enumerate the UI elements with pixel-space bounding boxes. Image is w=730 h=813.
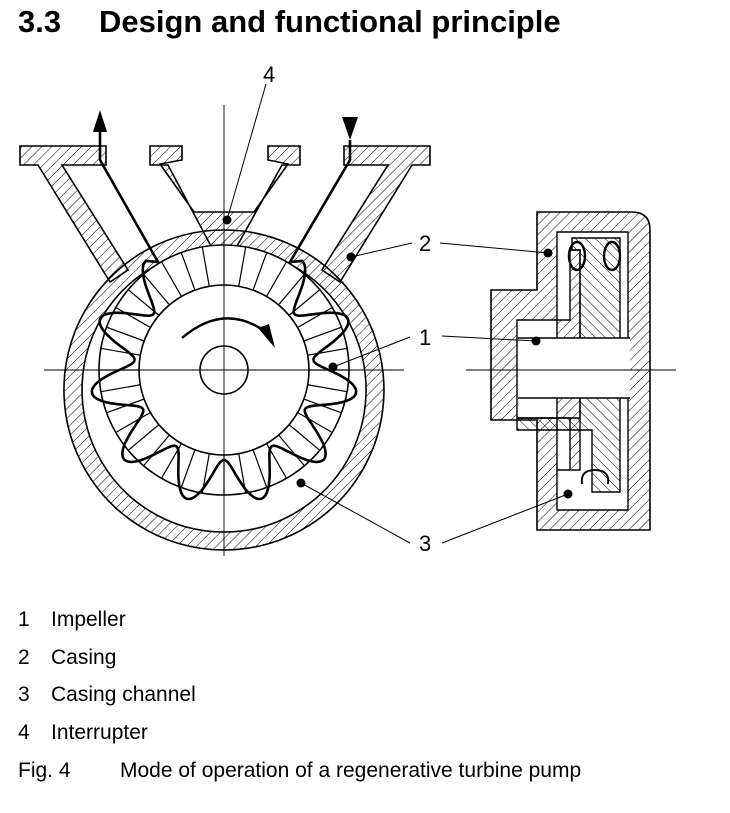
callout-1: 1: [419, 325, 431, 350]
casing-flange-right: [320, 145, 431, 284]
legend-item: 1 Impeller: [18, 604, 196, 642]
impeller-blade: [307, 347, 348, 356]
flow-path: [90, 132, 358, 501]
legend-number: 4: [18, 720, 30, 744]
outlet-arrow: [93, 110, 107, 132]
legend-item: 4 Interrupter: [18, 717, 196, 755]
figure-caption-text: Mode of operation of a regenerative turb…: [120, 759, 582, 782]
legend-list: 1 Impeller 2 Casing 3 Casing channel 4 Inter…: [18, 604, 196, 754]
figure-caption: Fig. 4 Mode of operation of a regenerativ…: [18, 756, 581, 786]
impeller-blade: [307, 384, 348, 393]
legend-label: Interrupter: [51, 720, 148, 744]
section-number: 3.3: [18, 4, 62, 39]
impeller-blade: [115, 411, 151, 434]
impeller-blade: [115, 306, 151, 329]
front-view: [19, 105, 431, 556]
impeller-blade: [278, 273, 305, 306]
legend-label: Casing: [51, 645, 117, 669]
impeller-blade: [160, 261, 183, 297]
legend-number: 2: [18, 645, 30, 669]
interrupter-block: [149, 145, 301, 249]
impeller-blade: [180, 252, 196, 291]
figure-label: Fig. 4: [18, 759, 71, 782]
legend-number: 1: [18, 608, 30, 631]
side-impeller: [516, 237, 621, 493]
callout-4: 4: [263, 62, 275, 87]
impeller-blade: [100, 347, 141, 356]
legend-number: 3: [18, 683, 30, 706]
impeller-blade: [106, 326, 145, 342]
side-view: [466, 211, 676, 531]
inlet-arrow: [342, 117, 358, 140]
legend-item: 2 Casing: [18, 642, 196, 680]
legend-label: Impeller: [51, 608, 126, 631]
legend-label: Casing channel: [51, 683, 196, 706]
impeller-blade: [297, 306, 333, 329]
impeller-blade: [238, 246, 247, 287]
callout-3: 3: [419, 531, 431, 556]
impeller-blade: [265, 261, 288, 297]
impeller-blade: [297, 411, 333, 434]
impeller-blade: [143, 273, 170, 306]
impeller-blade: [143, 434, 170, 467]
section-heading: 3.3 Design and functional principle: [18, 2, 561, 42]
impeller-blade: [278, 434, 305, 467]
impeller-blade: [252, 252, 268, 291]
impeller-blade: [303, 326, 342, 342]
impeller-blade: [288, 424, 321, 451]
section-title: Design and functional principle: [99, 4, 561, 39]
impeller-blade: [180, 449, 196, 488]
rotation-arrow: [181, 317, 267, 339]
impeller-blade: [100, 384, 141, 393]
impeller-blade: [252, 449, 268, 488]
impeller-blade: [201, 246, 210, 287]
casing-flange: [19, 145, 130, 284]
impeller-blade: [127, 424, 160, 451]
callout-2: 2: [419, 231, 431, 256]
legend-item: 3 Casing channel: [18, 679, 196, 717]
